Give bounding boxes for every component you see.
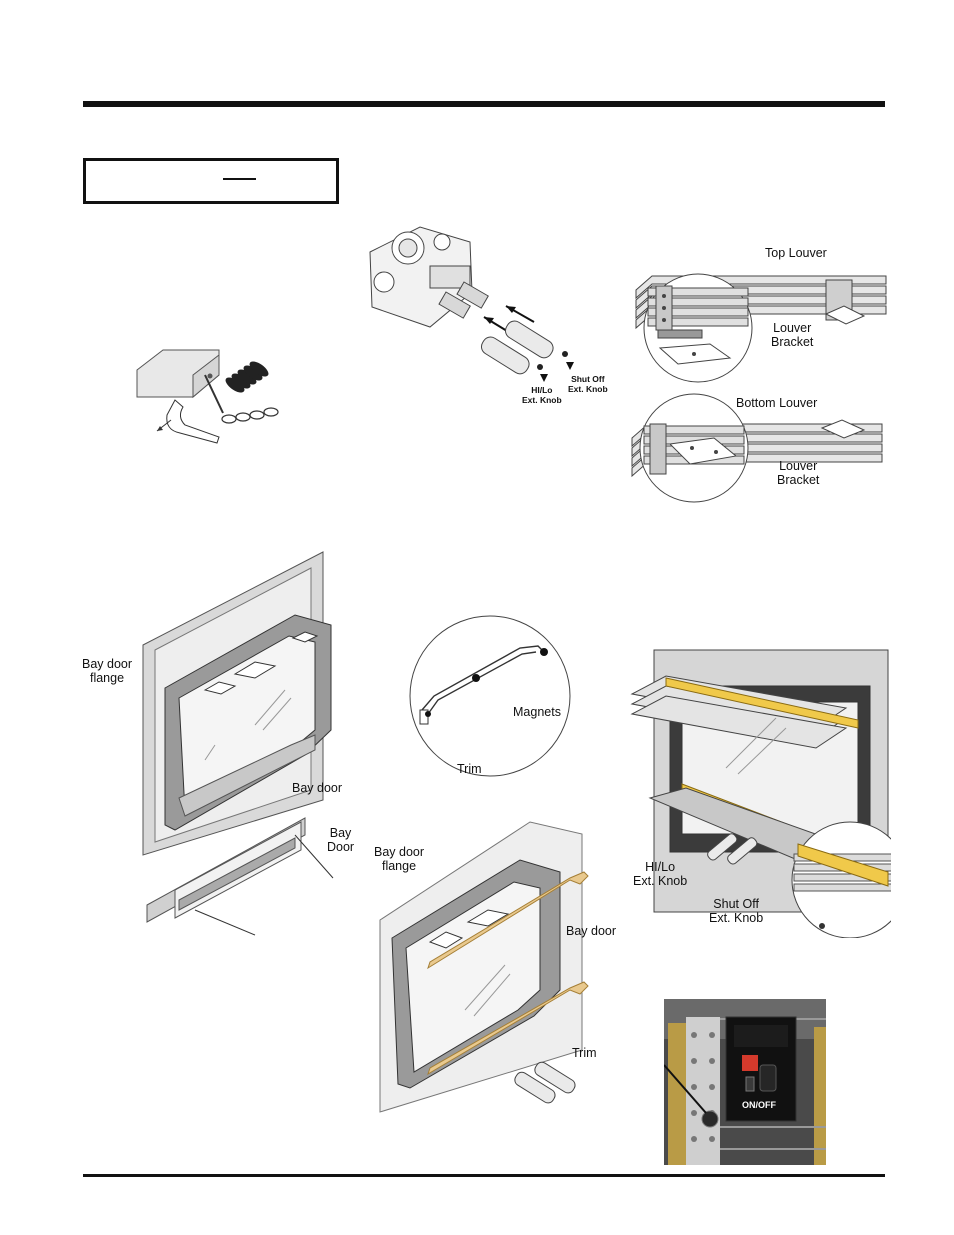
top-louver-diagram xyxy=(635,273,887,383)
bay-door-side-label: Bay Door xyxy=(327,826,355,854)
louver-bracket-label-bottom: Louver Bracket xyxy=(777,459,820,487)
shutoff-knob-label-small: Shut Off Ext. Knob xyxy=(568,374,608,394)
header-box-mark xyxy=(223,178,256,180)
bottom-louver-diagram xyxy=(631,393,883,503)
header-box xyxy=(83,158,339,204)
hilo-knob-label-small: HI/Lo Ext. Knob xyxy=(522,385,562,405)
magnets-trim-diagram xyxy=(409,615,571,777)
shutoff-knob-label-right: Shut Off Ext. Knob xyxy=(709,897,764,925)
header-rule xyxy=(83,101,885,107)
trim-label-center: Trim xyxy=(572,1046,597,1060)
hilo-knob-label-right: HI/Lo Ext. Knob xyxy=(633,860,688,888)
trim-label-circle: Trim xyxy=(457,762,482,776)
magnets-label: Magnets xyxy=(513,705,561,719)
footer-rule xyxy=(83,1174,885,1177)
bay-door-flange-label-left: Bay door flange xyxy=(82,657,133,685)
onoff-switch-photo: ON/OFF xyxy=(664,999,826,1165)
bottom-louver-label: Bottom Louver xyxy=(736,396,818,410)
bay-door-label-left: Bay door xyxy=(292,781,343,795)
onoff-switch-text: ON/OFF xyxy=(742,1100,776,1110)
bay-door-left-diagram xyxy=(142,551,334,936)
gas-valve-diagram xyxy=(369,226,574,382)
louver-knob-assembly-diagram xyxy=(630,649,891,938)
top-louver-label: Top Louver xyxy=(765,246,827,260)
cover-chain-diagram xyxy=(136,349,279,444)
bay-door-label-center: Bay door xyxy=(566,924,617,938)
louver-bracket-label-top: Louver Bracket xyxy=(771,321,814,349)
bay-door-trim-diagram xyxy=(379,821,589,1113)
bay-door-flange-label-center: Bay door flange xyxy=(374,845,425,873)
